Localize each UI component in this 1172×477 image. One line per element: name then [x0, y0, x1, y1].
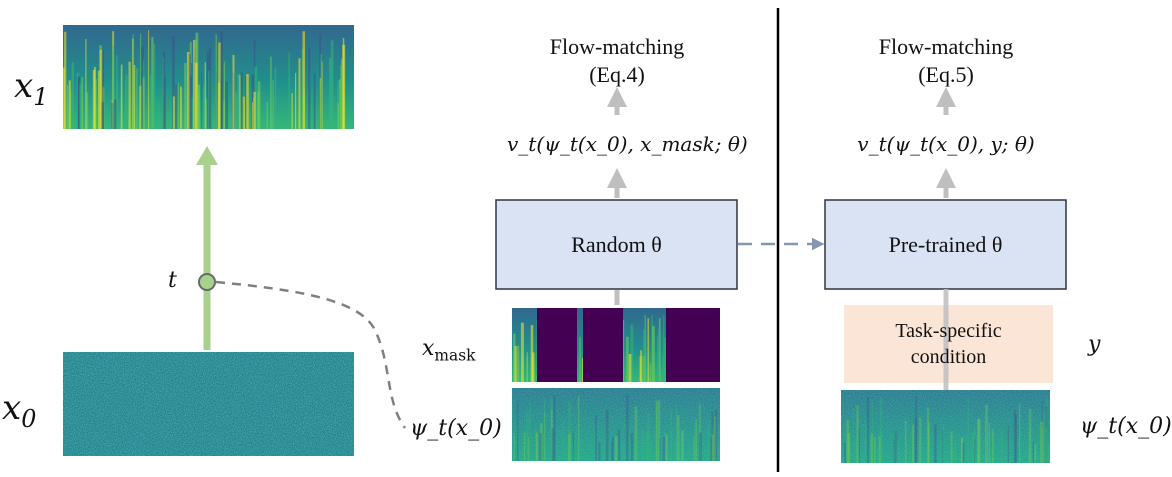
- random-model-label: Random θ: [571, 231, 662, 257]
- psi-finetune-label: ψ_t(x_0): [1080, 414, 1172, 439]
- psi-pretrain-label: ψ_t(x_0): [410, 416, 502, 441]
- pretrained-model-box: [824, 199, 1067, 290]
- time-arrow: [196, 146, 218, 350]
- finetune-title-line1: Flow-matching: [878, 34, 1014, 59]
- t-point: [198, 273, 216, 291]
- psi-finetune-spectrogram: [841, 390, 1050, 463]
- psi-pretrain-spectrogram: [512, 388, 720, 461]
- t-to-psi-dashed-curve: [215, 280, 407, 429]
- pretrain-output-label: v_t(ψ_t(x_0), x_mask; θ): [507, 132, 748, 156]
- x0-label: x0: [2, 388, 37, 433]
- x-mask-spectrogram: [512, 308, 720, 382]
- t-label: t: [168, 268, 177, 293]
- pretrain-title-line1: Flow-matching: [549, 34, 685, 59]
- x0-noise: [63, 352, 354, 456]
- finetune-title-line2: (Eq.5): [918, 62, 974, 87]
- pretrained-model-label: Pre-trained θ: [888, 231, 1003, 257]
- pretrain-title-line2: (Eq.4): [589, 62, 645, 87]
- x1-label: x1: [14, 66, 49, 111]
- finetune-output-label: v_t(ψ_t(x_0), y; θ): [857, 132, 1035, 156]
- y-label: y: [1088, 332, 1101, 357]
- x1-spectrogram: [63, 25, 354, 130]
- x-mask-label: xmask: [422, 336, 476, 365]
- pretrain-title: Flow-matching (Eq.4): [517, 33, 717, 89]
- condition-line1: Task-specific: [895, 320, 1002, 342]
- condition-label: Task-specific condition: [844, 305, 1053, 383]
- condition-line2: condition: [910, 346, 987, 368]
- random-model-box: [495, 199, 738, 290]
- finetune-title: Flow-matching (Eq.5): [846, 33, 1046, 89]
